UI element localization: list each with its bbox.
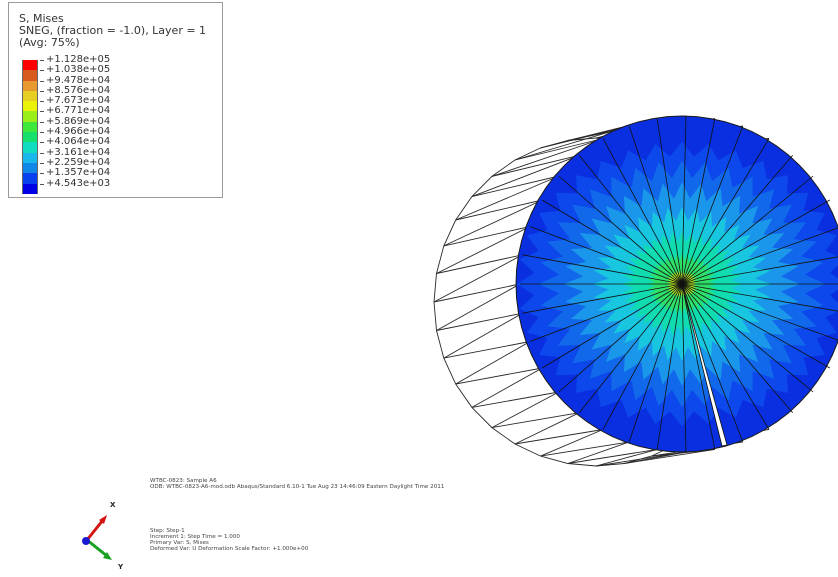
legend-value: +3.161e+04 — [40, 147, 110, 158]
model-info: WTBC-0823: Sample A6 — [150, 478, 217, 484]
legend-value: +4.966e+04 — [40, 126, 110, 137]
legend-swatch — [22, 121, 38, 133]
legend-swatch — [22, 162, 38, 174]
y-axis-arrow — [86, 538, 108, 558]
legend-swatch — [22, 101, 38, 112]
legend-swatch — [22, 60, 38, 71]
legend-title: S, Mises — [19, 12, 64, 25]
legend-value: +6.771e+04 — [40, 106, 110, 116]
legend-value: +5.869e+04 — [40, 116, 110, 127]
legend-averaging: (Avg: 75%) — [19, 36, 80, 49]
legend-subtitle: SNEG, (fraction = -1.0), Layer = 1 — [19, 24, 207, 37]
legend-value: +7.673e+04 — [40, 95, 110, 106]
legend-swatch — [22, 173, 38, 184]
legend-value: +1.128e+05 — [40, 54, 110, 65]
legend-swatch — [22, 90, 38, 102]
legend-color-bar — [22, 60, 42, 194]
triad-y-label: Y — [118, 563, 124, 571]
legend-value: +2.259e+04 — [40, 157, 110, 168]
odb-info: ODB: WTBC-0823-A6-mod.odb Abaqus/Standar… — [150, 484, 445, 490]
z-axis-dot — [82, 537, 90, 545]
x-axis-arrow — [85, 519, 105, 541]
legend-swatch — [22, 183, 38, 194]
legend-value: +8.576e+04 — [40, 85, 110, 96]
deformed-var-info: Deformed Var: U Deformation Scale Factor… — [150, 546, 309, 552]
legend-value: +9.478e+04 — [40, 75, 110, 86]
legend-value: +4.064e+04 — [40, 137, 110, 147]
contour-legend: S, Mises SNEG, (fraction = -1.0), Layer … — [8, 2, 223, 198]
primary-var-info: Primary Var: S, Mises — [150, 540, 209, 546]
stress-contour-disk — [515, 115, 838, 453]
legend-value: +1.038e+05 — [40, 64, 110, 75]
legend-swatch — [22, 80, 38, 91]
x-arrowhead — [99, 515, 107, 524]
legend-swatch — [22, 70, 38, 81]
legend-swatch — [22, 152, 38, 163]
triad-x-label: X — [110, 501, 116, 509]
orientation-triad — [82, 515, 112, 560]
legend-value: +1.357e+04 — [40, 167, 110, 178]
legend-value: +4.543e+03 — [40, 178, 110, 189]
legend-swatch — [22, 111, 38, 122]
legend-value-labels: +1.128e+05+1.038e+05+9.478e+04+8.576e+04… — [40, 54, 110, 189]
increment-info: Increment 1: Step Time = 1.000 — [150, 534, 240, 540]
legend-swatch — [22, 132, 38, 143]
step-info: Step: Step-1 — [150, 528, 185, 534]
y-arrowhead — [103, 552, 112, 560]
legend-swatch — [22, 142, 38, 153]
